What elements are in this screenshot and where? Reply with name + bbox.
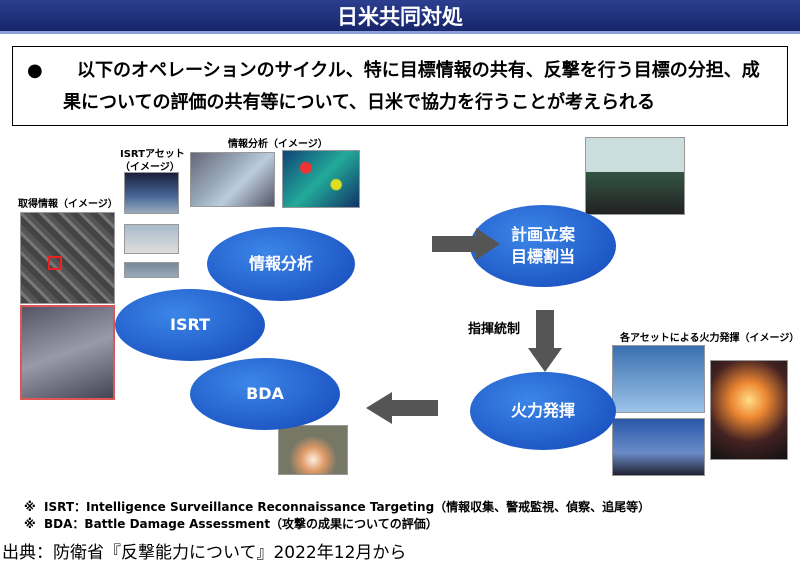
note-marker: ※ <box>24 500 36 514</box>
analysis-node: 情報分析 <box>207 227 355 301</box>
note-isrt: ※ ISRT：Intelligence Surveillance Reconna… <box>24 498 650 515</box>
planning-label: 計画立案 <box>510 225 575 244</box>
bda-node: BDA <box>190 358 340 430</box>
acquired-closeup-image <box>20 305 115 400</box>
aircraft-image <box>124 262 179 278</box>
source-citation: 出典：防衛省『反撃能力について』2022年12月から <box>2 543 407 563</box>
summary-text: 以下のオペレーションのサイクル、特に目標情報の共有、反撃を行う目標の分担、成果に… <box>63 60 760 113</box>
analysis-image-label: 情報分析（イメージ） <box>228 139 328 150</box>
satellite-image <box>124 172 179 214</box>
fighter-jet-image <box>612 345 705 413</box>
heatmap-analysis-image <box>282 150 360 208</box>
summary-box: ● 以下のオペレーションのサイクル、特に目標情報の共有、反撃を行う目標の分担、成… <box>12 46 788 126</box>
drone-image <box>124 224 179 254</box>
fires-image-label: 各アセットによる火力発揮（イメージ） <box>620 333 800 344</box>
note-marker: ※ <box>24 517 36 531</box>
down-arrow-icon <box>528 310 562 372</box>
zoom-marker <box>48 256 62 270</box>
targeting-label: 目標割当 <box>510 247 575 266</box>
bda-explosion-image <box>278 425 348 475</box>
missile-launch-image <box>710 360 788 460</box>
acquired-aerial-image <box>20 212 115 304</box>
bullet-marker: ● <box>27 60 43 81</box>
note-text: BDA：Battle Damage Assessment（攻撃の成果についての評… <box>44 517 438 531</box>
isrt-node: ISRT <box>115 289 265 361</box>
acquired-image-label: 取得情報（イメージ） <box>18 199 118 210</box>
ground-launcher-image <box>612 418 705 476</box>
note-text: ISRT：Intelligence Surveillance Reconnais… <box>44 500 651 514</box>
isrt-asset-label-line2: （イメージ） <box>120 162 180 173</box>
right-arrow-icon <box>432 228 500 260</box>
terrain-analysis-image <box>190 152 275 207</box>
page-title: 日米共同対処 <box>0 0 800 34</box>
left-arrow-icon <box>366 392 438 424</box>
fires-node: 火力発揮 <box>470 372 616 450</box>
command-center-image <box>585 137 685 215</box>
isrt-asset-label-line1: ISRTアセット <box>120 149 185 160</box>
note-bda: ※ BDA：Battle Damage Assessment（攻撃の成果について… <box>24 515 438 532</box>
isrt-asset-label: ISRTアセット （イメージ） <box>120 148 185 174</box>
command-control-label: 指揮統制 <box>468 322 521 337</box>
